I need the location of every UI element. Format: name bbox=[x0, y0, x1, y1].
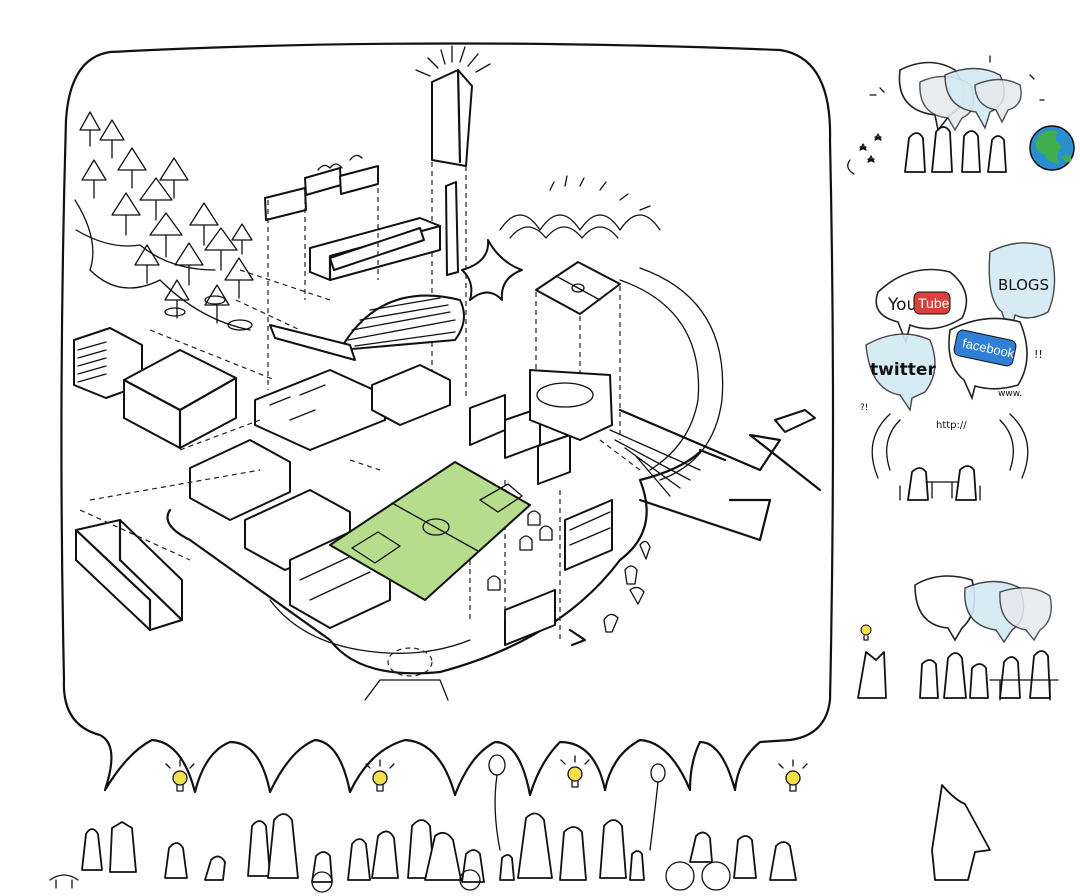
left-buildings bbox=[73, 327, 238, 632]
conversation-bubbles bbox=[914, 575, 1052, 644]
site-arc-inner bbox=[619, 279, 700, 471]
star-roof bbox=[461, 239, 523, 301]
small-pitch bbox=[535, 261, 621, 440]
blogs-bubble: BLOGS bbox=[988, 242, 1056, 341]
dashed-guides bbox=[79, 269, 641, 640]
http-text: http:// bbox=[936, 420, 967, 431]
www-text: www. bbox=[998, 389, 1022, 399]
site-figures bbox=[487, 510, 651, 633]
globe-icon bbox=[1029, 125, 1075, 171]
site-ground bbox=[166, 364, 822, 701]
facebook-bubble: facebook bbox=[948, 317, 1028, 401]
youtube-you-text: You bbox=[887, 295, 917, 315]
exclaim-text: !! bbox=[1034, 348, 1043, 361]
light-bulb-icon bbox=[560, 755, 590, 788]
tree-cluster bbox=[74, 111, 254, 331]
light-bulb-icon bbox=[365, 759, 395, 792]
dome-structure bbox=[269, 294, 465, 361]
wave-canopies bbox=[499, 175, 661, 239]
twitter-bubble: twitter bbox=[865, 333, 936, 412]
speaker-figure bbox=[931, 784, 991, 881]
star-icon bbox=[847, 133, 882, 175]
discussion-figures bbox=[857, 650, 1059, 701]
floating-blocks bbox=[264, 154, 442, 390]
question-text: ?! bbox=[860, 403, 868, 413]
signal-waves bbox=[871, 413, 1029, 479]
thought-bubble-frame bbox=[60, 42, 835, 797]
crowd bbox=[49, 812, 797, 893]
light-bulb-icon bbox=[860, 624, 872, 641]
light-bulb-icon bbox=[778, 759, 808, 792]
light-bulb-icon bbox=[165, 759, 195, 792]
figure-group bbox=[904, 126, 1007, 173]
twitter-text: twitter bbox=[870, 360, 936, 380]
meeting-figures bbox=[899, 465, 981, 501]
site-arc bbox=[639, 267, 724, 481]
football-pitch bbox=[329, 461, 531, 601]
youtube-bubble: You Tube bbox=[875, 268, 968, 345]
tower bbox=[415, 45, 491, 400]
balloon-icon bbox=[488, 754, 666, 851]
youtube-tube-text: Tube bbox=[918, 295, 950, 311]
blogs-text: BLOGS bbox=[998, 276, 1049, 294]
idea-bubbles bbox=[869, 55, 1045, 132]
